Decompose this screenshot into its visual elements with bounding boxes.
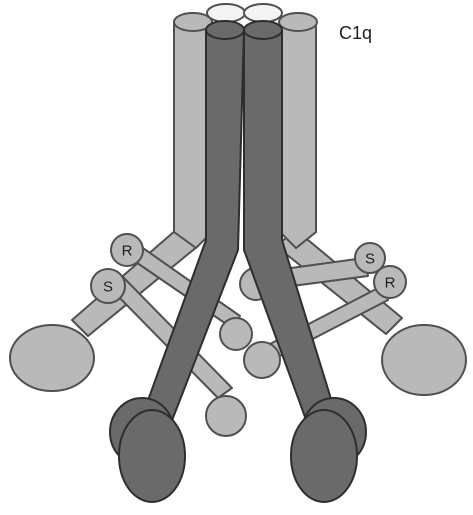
left-dark-head	[119, 410, 185, 502]
left-cross-head-b	[206, 396, 246, 436]
left-cross-head-a	[220, 318, 252, 350]
tube-top-dark-left	[206, 21, 244, 39]
right-cross-head-b	[244, 342, 280, 378]
site-label-right-lower: R	[385, 275, 396, 292]
light-chain-back	[10, 230, 466, 436]
right-arm-head	[382, 325, 466, 395]
tube-top-back-right	[244, 4, 282, 22]
left-arm-head	[10, 325, 94, 391]
right-light-tube	[280, 22, 316, 248]
molecule-label: C1q	[339, 23, 372, 43]
site-label-left-lower: S	[103, 279, 113, 296]
tube-top-dark-right	[244, 21, 282, 39]
site-left-upper: R	[111, 234, 143, 266]
site-right-lower: R	[374, 266, 406, 298]
site-label-left-upper: R	[122, 243, 133, 260]
site-label-right-upper: S	[365, 251, 375, 268]
tube-top-right	[279, 13, 317, 31]
site-left-lower: S	[91, 269, 125, 303]
right-dark-head	[291, 410, 357, 502]
tube-top-back-left	[207, 4, 245, 22]
